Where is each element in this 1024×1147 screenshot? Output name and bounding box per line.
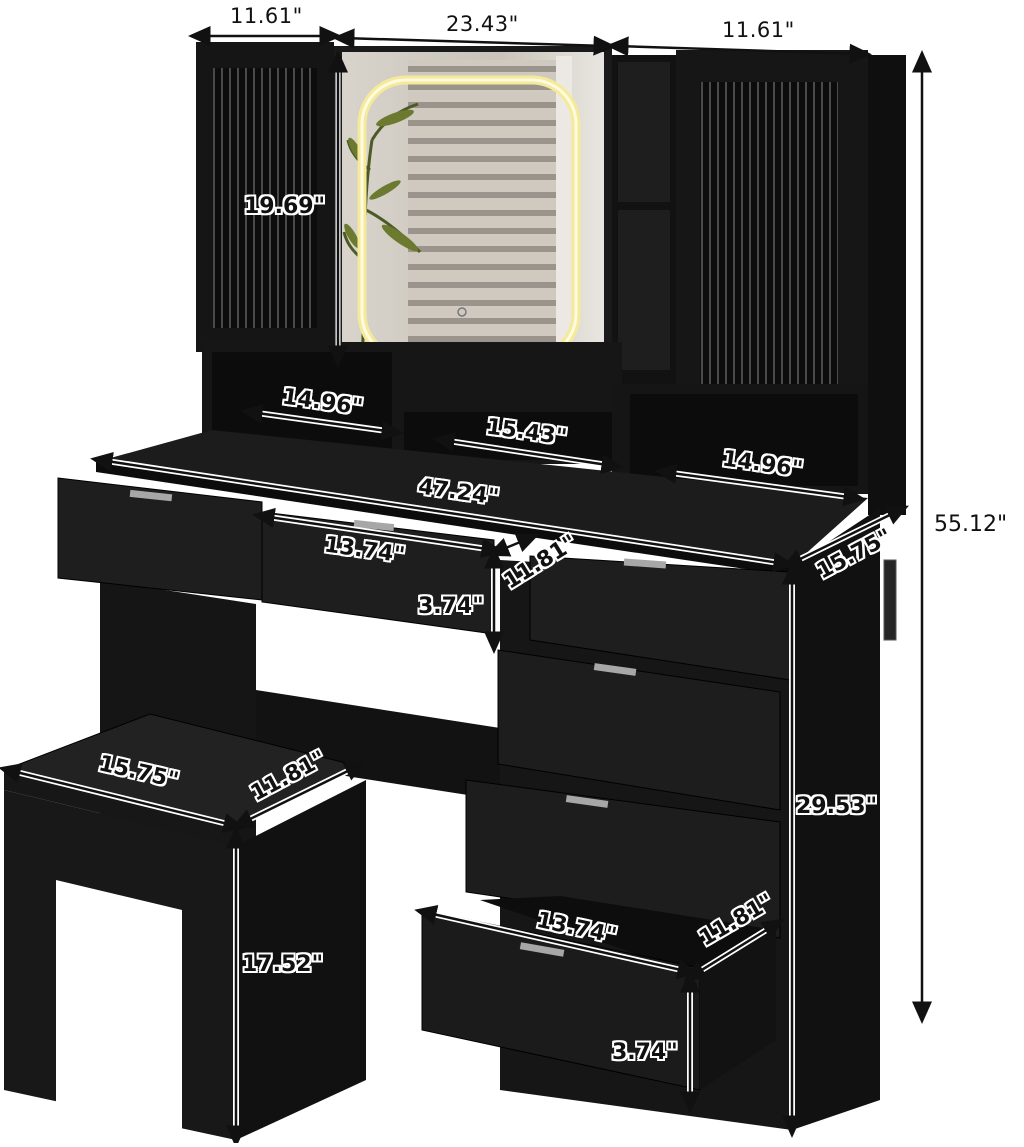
- label-overall-height: 55.12": [934, 512, 1008, 537]
- drawer-2[interactable]: [497, 649, 781, 811]
- label-top-right-width: 11.61": [722, 18, 795, 42]
- left-cabinet-glass: [213, 68, 317, 328]
- right-cabinet-glass: [700, 82, 838, 384]
- power-outlet: [883, 559, 897, 641]
- label-stool-height: 17.52": [242, 952, 324, 977]
- label-bottom-drawer-height: 3.74": [612, 1040, 678, 1065]
- window-blinds: [408, 60, 556, 390]
- label-cabinet-height: 19.69": [244, 194, 326, 219]
- label-mirror-width: 23.43": [446, 12, 519, 36]
- stool-side: [236, 780, 366, 1140]
- label-top-left-width: 11.61": [230, 4, 303, 28]
- plant-leaves: [344, 109, 419, 252]
- dim-mirror-width: [332, 28, 616, 56]
- window-frame: [556, 56, 572, 396]
- hutch-right-side: [868, 55, 906, 515]
- dim-top-right-width: [606, 36, 872, 64]
- label-desk-height: 29.53": [796, 794, 878, 819]
- drawer-handle: [593, 663, 637, 676]
- desk-right-side: [792, 508, 880, 1130]
- back-panel: [256, 690, 500, 800]
- label-drawer-height: 3.74": [418, 594, 484, 619]
- drawer-handle: [565, 795, 609, 808]
- dim-drawer-depth: [486, 533, 540, 557]
- touch-sensor: [457, 307, 467, 317]
- hutch: [196, 42, 906, 515]
- dimension-lines: [0, 26, 932, 1147]
